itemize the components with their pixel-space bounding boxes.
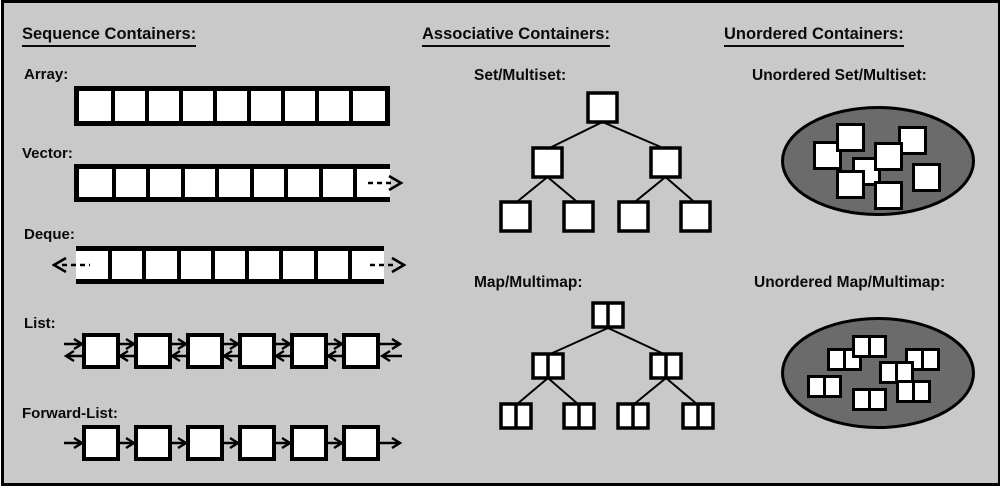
forward-list-nodes xyxy=(82,425,380,461)
label-array: Array: xyxy=(24,66,69,83)
label-unordered-set-multiset: Unordered Set/Multiset: xyxy=(752,67,927,84)
label-map-multimap: Map/Multimap: xyxy=(474,274,583,291)
tree-edges xyxy=(514,121,697,204)
label-forward-list: Forward-List: xyxy=(22,405,118,422)
map-multimap-tree-diagram xyxy=(499,301,715,430)
forward-list-arrow-icons xyxy=(64,436,403,450)
list-nodes xyxy=(82,333,380,369)
deque-left-growth-arrow-icon xyxy=(52,256,90,274)
tree-nodes xyxy=(499,91,712,233)
tree-edges xyxy=(515,327,699,406)
array-diagram xyxy=(74,86,390,126)
forward-list-diagram xyxy=(64,425,403,461)
unordered-map-multimap-diagram xyxy=(781,317,975,429)
set-multiset-tree-diagram xyxy=(499,91,712,233)
label-list: List: xyxy=(24,315,56,332)
list-diagram xyxy=(63,333,403,369)
label-set-multiset: Set/Multiset: xyxy=(474,67,567,84)
label-unordered-map-multimap: Unordered Map/Multimap: xyxy=(754,274,946,291)
list-bidirectional-arrow-icons xyxy=(63,337,403,363)
deque-right-growth-arrow-icon xyxy=(370,256,407,274)
vector-cell-separators xyxy=(112,169,357,197)
vector-growth-arrow-icon xyxy=(368,174,404,192)
scattered-key-value-pairs xyxy=(807,335,940,411)
section-title-associative: Associative Containers: xyxy=(422,25,610,47)
scattered-element-squares xyxy=(813,123,941,210)
array-cell-separators xyxy=(111,91,353,121)
section-title-sequence: Sequence Containers: xyxy=(22,25,197,47)
deque-cell-separators xyxy=(108,251,352,279)
section-title-unordered: Unordered Containers: xyxy=(724,25,904,47)
label-deque: Deque: xyxy=(24,226,75,243)
tree-key-value-nodes xyxy=(499,301,715,430)
label-vector: Vector: xyxy=(22,145,73,162)
vector-diagram xyxy=(74,164,404,202)
unordered-set-multiset-diagram xyxy=(781,106,975,216)
deque-diagram xyxy=(52,246,407,284)
hash-bucket-ellipse xyxy=(781,317,975,429)
